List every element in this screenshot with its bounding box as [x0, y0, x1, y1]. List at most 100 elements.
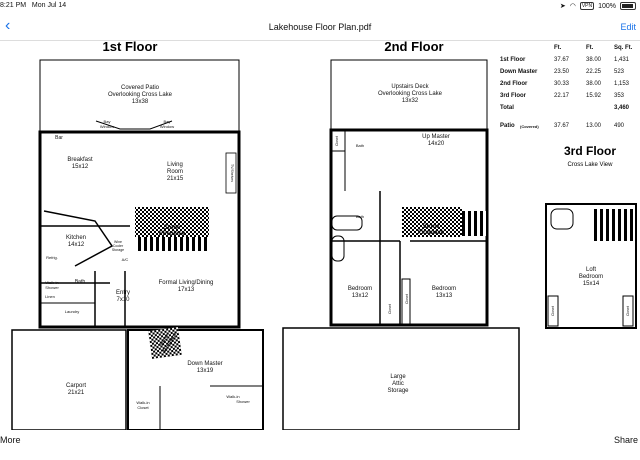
- label-bay2: Bay: [164, 119, 171, 124]
- floor2-heading: 2nd Floor: [384, 41, 443, 54]
- table-row: Down Master 23.50 22.25 523: [500, 69, 640, 78]
- label-walkin-closet: Walk-in: [136, 400, 149, 405]
- label-entry-dim: 7x10: [116, 297, 130, 303]
- label-closet4: Closet: [551, 306, 555, 316]
- third-floor-outline: [545, 203, 637, 329]
- down-master-outline: [127, 329, 264, 430]
- hearth-1st: [135, 237, 209, 251]
- label-closet3: Closet: [405, 294, 409, 304]
- table-header: Ft. Ft. Sq. Ft.: [500, 45, 640, 54]
- fireplace-3rd: [594, 209, 634, 241]
- label-stone1b: Fireplace: [159, 231, 186, 237]
- label-wine-b: Cooler: [113, 244, 124, 248]
- header-ft1: Ft.: [554, 45, 562, 51]
- date-text: Mon Jul 14: [31, 2, 67, 9]
- label-bedroom2-dim: 13x13: [436, 293, 453, 299]
- row-label: Total: [500, 105, 514, 111]
- battery-icon: [620, 2, 636, 10]
- row-ft2: 38.00: [586, 81, 602, 87]
- label-loft-b: Bedroom: [579, 274, 603, 280]
- label-up-master: Up Master: [422, 134, 450, 140]
- row-ft1: 37.67: [554, 57, 570, 63]
- floor1-heading: 1st Floor: [103, 41, 158, 54]
- label-upstairs-deck-dim: 13x32: [402, 98, 419, 104]
- label-entry: Entry: [116, 290, 130, 296]
- label-stone1: Stone: [164, 225, 181, 231]
- label-wine-c: Storage: [112, 248, 124, 252]
- status-time: 8:21 PM Mon Jul 14: [0, 2, 66, 9]
- row-label: 3rd Floor: [500, 93, 527, 99]
- label-formal: Formal Living/Dining: [159, 280, 214, 286]
- row-label: Down Master: [500, 69, 538, 75]
- battery-percent: 100%: [598, 2, 616, 10]
- label-closet2: Closet: [388, 304, 392, 314]
- fireplace-1st: [135, 207, 209, 237]
- header-ft2: Ft.: [586, 45, 594, 51]
- patio-ft1: 37.67: [554, 123, 570, 129]
- label-closet5: Closet: [626, 306, 630, 316]
- label-bath3: Bath: [356, 214, 364, 219]
- label-laundry: Laundry: [65, 309, 79, 314]
- label-kitchen-dim: 14x12: [68, 242, 85, 248]
- floor3-heading: 3rd Floor: [564, 144, 616, 158]
- label-walkin-closet-b: Closet: [137, 405, 149, 410]
- more-button[interactable]: More: [0, 435, 21, 445]
- first-floor-outline: [38, 130, 241, 329]
- label-loft: Loft: [586, 267, 596, 273]
- row-ft1: 22.17: [554, 93, 570, 99]
- label-bay1: Bay: [104, 119, 111, 124]
- row-sqft: 353: [614, 93, 625, 99]
- label-bedroom1: Bedroom: [348, 286, 372, 292]
- patio-ft2: 13.00: [586, 123, 602, 129]
- chevron-left-icon[interactable]: ‹: [5, 17, 11, 34]
- document-title: Lakehouse Floor Plan.pdf: [268, 22, 372, 32]
- label-tv: TV/Shelves: [230, 164, 234, 182]
- pdf-page[interactable]: 1st Floor 2nd Floor 3rd Floor Cross Lake…: [0, 41, 640, 430]
- patio-label: Patio: [500, 123, 515, 129]
- label-walkin-shower1: Walk-in: [45, 280, 58, 285]
- row-ft2: 38.00: [586, 57, 602, 63]
- label-up-master-dim: 14x20: [428, 141, 445, 147]
- label-linen: Linen: [45, 294, 55, 299]
- time-text: 8:21 PM: [0, 2, 27, 9]
- label-walkin-shower2b: Shower: [236, 399, 250, 404]
- row-label: 2nd Floor: [500, 81, 528, 87]
- label-walkin-shower2: Walk-in: [226, 394, 239, 399]
- label-breakfast-dim: 15x12: [72, 164, 89, 170]
- status-indicators: ➤ ◠ VPN 100%: [560, 2, 636, 10]
- label-bay2b: Window: [160, 124, 174, 129]
- label-formal-dim: 17x13: [178, 287, 195, 293]
- table-row: 2nd Floor 30.33 38.00 1,153: [500, 81, 640, 90]
- wifi-icon: ◠: [569, 3, 576, 10]
- hearth-2nd: [462, 211, 487, 236]
- label-bedroom2: Bedroom: [432, 286, 456, 292]
- label-closet1: Closet: [335, 136, 339, 146]
- bottom-toolbar: More Share: [0, 430, 640, 460]
- row-ft1: 30.33: [554, 81, 570, 87]
- patio-sqft: 490: [614, 123, 625, 129]
- navigation-bar: ‹ Lakehouse Floor Plan.pdf Edit: [0, 12, 640, 41]
- label-bath1: Bath: [75, 279, 86, 285]
- label-living: Living: [167, 162, 183, 168]
- row-ft1: 23.50: [554, 69, 570, 75]
- row-ft2: 22.25: [586, 69, 602, 75]
- label-breakfast: Breakfast: [67, 157, 93, 163]
- status-bar: 8:21 PM Mon Jul 14 ➤ ◠ VPN 100%: [0, 0, 640, 12]
- table-row-total: Total 3,460: [500, 105, 640, 114]
- label-bay1b: Window: [100, 124, 114, 129]
- label-bar: Bar: [55, 135, 63, 141]
- row-sqft: 1,153: [614, 81, 630, 87]
- label-patio-dim: 13x38: [132, 99, 149, 105]
- share-button[interactable]: Share: [613, 435, 638, 445]
- row-sqft: 523: [614, 69, 625, 75]
- table-row-patio: Patio (Covered) 37.67 13.00 490: [500, 123, 640, 132]
- label-fridge: Refrig.: [46, 255, 58, 260]
- label-upstairs-deck-sub: Overlooking Cross Lake: [378, 91, 443, 97]
- row-ft2: 15.92: [586, 93, 602, 99]
- edit-button[interactable]: Edit: [620, 22, 636, 32]
- row-sqft: 1,431: [614, 57, 630, 63]
- label-upstairs-deck: Upstairs Deck: [391, 84, 429, 90]
- label-bath2: Bath: [356, 143, 364, 148]
- label-down-master: Down Master: [187, 361, 222, 367]
- attic-outline: [282, 327, 520, 430]
